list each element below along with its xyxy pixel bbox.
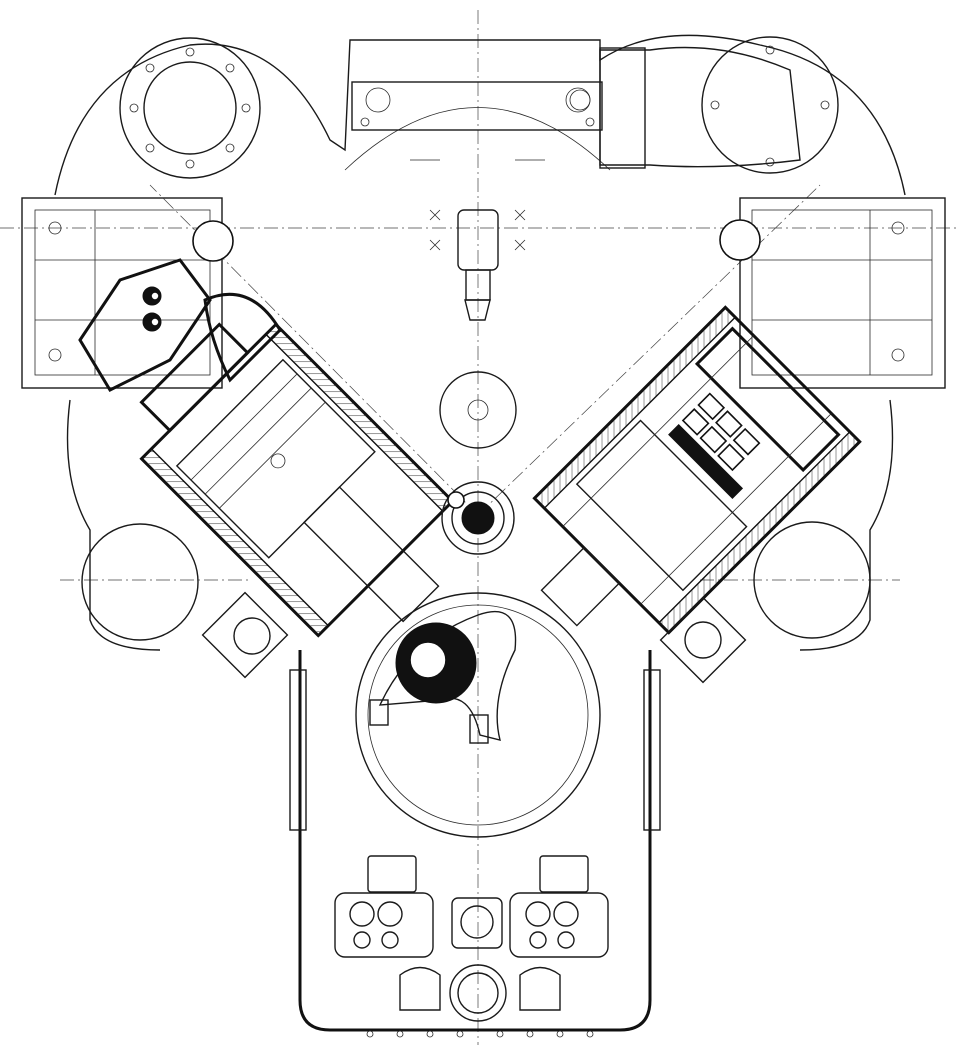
oil-pump-center — [451, 897, 503, 949]
right-intake-drum — [659, 521, 871, 684]
right-exhaust-elbow — [569, 36, 839, 174]
oil-pump-left — [334, 855, 434, 958]
left-manifold-block — [21, 197, 234, 389]
left-injector — [78, 258, 282, 392]
crankcase — [289, 592, 661, 1032]
oil-sump-outlet — [399, 964, 561, 1022]
upper-crank-pin — [439, 371, 517, 555]
oil-pump-right — [509, 855, 609, 958]
left-cylinder-bank — [139, 322, 455, 638]
left-exhaust-flange — [119, 37, 261, 179]
sump-bolts — [366, 1030, 594, 1038]
center-fuel-pump — [457, 209, 499, 321]
right-cylinder-bank — [532, 305, 862, 635]
top-blower-housing — [351, 81, 603, 251]
left-intake-drum — [81, 523, 289, 679]
outer-housing — [54, 34, 906, 651]
right-manifold-block — [719, 197, 946, 389]
